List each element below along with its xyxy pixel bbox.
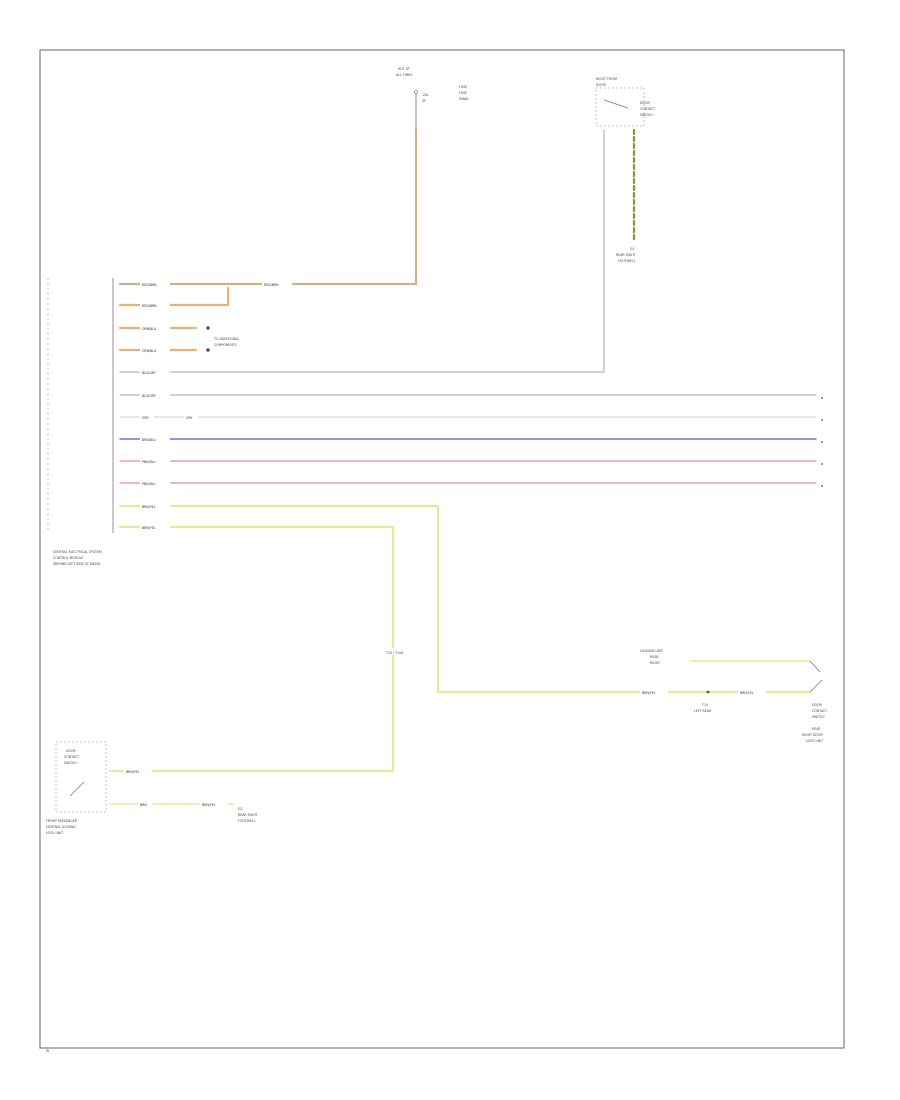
svg-text:BLU/GRY: BLU/GRY bbox=[142, 371, 156, 375]
svg-text:T10: T10 bbox=[701, 703, 708, 707]
wire-brn-yel-front bbox=[108, 525, 395, 773]
svg-text:ORN/BLU: ORN/BLU bbox=[142, 349, 157, 353]
svg-text:BRN: BRN bbox=[140, 803, 147, 807]
svg-text:REAR RIGHT: REAR RIGHT bbox=[616, 253, 636, 257]
svg-text:REAR RIGHT: REAR RIGHT bbox=[238, 813, 258, 817]
wire-labels: RED/BRN RED/BRN RED/BRN ORN/BLU ORN/BLU … bbox=[124, 281, 766, 807]
svg-text:BRN/YEL: BRN/YEL bbox=[202, 803, 216, 807]
svg-text:PNK/BLU: PNK/BLU bbox=[142, 482, 156, 486]
svg-text:BRN/YEL: BRN/YEL bbox=[142, 505, 156, 509]
svg-text:DOOR: DOOR bbox=[596, 83, 606, 87]
svg-text:RED/BRN: RED/BRN bbox=[264, 283, 279, 287]
svg-text:REAR: REAR bbox=[812, 727, 821, 731]
svg-text:T10 / T10A: T10 / T10A bbox=[385, 651, 404, 655]
svg-text:SWITCH: SWITCH bbox=[640, 113, 653, 117]
ground-bottom: G2 REAR RIGHT FOOTWELL bbox=[238, 807, 258, 823]
wire-red-brn-fuse bbox=[118, 128, 418, 286]
svg-text:GRY: GRY bbox=[142, 416, 148, 420]
svg-text:COMPONENTS: COMPONENTS bbox=[214, 343, 237, 347]
svg-text:PNK/BLU: PNK/BLU bbox=[142, 460, 156, 464]
svg-text:RED/BRN: RED/BRN bbox=[142, 304, 157, 308]
svg-text:FOOTWELL: FOOTWELL bbox=[618, 259, 636, 263]
svg-text:G2: G2 bbox=[238, 807, 243, 811]
svg-text:DOOR: DOOR bbox=[66, 749, 76, 753]
svg-text:HOT AT: HOT AT bbox=[398, 67, 410, 71]
svg-text:G1: G1 bbox=[630, 247, 635, 251]
svg-text:CENTRAL ELECTRICAL SYSTEM: CENTRAL ELECTRICAL SYSTEM bbox=[53, 550, 102, 554]
rear-right-door-switch: LOCKING UNIT REAR RIGHT DOOR CONTACT SWI… bbox=[640, 649, 827, 743]
svg-text:LOCKING UNIT: LOCKING UNIT bbox=[640, 649, 663, 653]
svg-text:CONTACT: CONTACT bbox=[640, 107, 655, 111]
svg-text:LEFT REAR: LEFT REAR bbox=[694, 709, 712, 713]
svg-text:LOCK UNIT: LOCK UNIT bbox=[806, 739, 823, 743]
svg-text:CONTACT: CONTACT bbox=[64, 755, 79, 759]
svg-text:FRONT PASSENGER: FRONT PASSENGER bbox=[46, 819, 78, 823]
inline-connector: T10 / T10A bbox=[384, 648, 424, 655]
svg-text:DOOR: DOOR bbox=[640, 101, 650, 105]
svg-text:CENTRAL LOCKING: CENTRAL LOCKING bbox=[46, 825, 76, 829]
svg-text:DOOR: DOOR bbox=[812, 703, 822, 707]
svg-text:BLU/GRY: BLU/GRY bbox=[142, 394, 156, 398]
splice-1 bbox=[206, 326, 210, 330]
right-front-door-switch: RIGHT FRONT DOOR DOOR CONTACT SWITCH bbox=[595, 77, 655, 127]
svg-text:GRY: GRY bbox=[186, 416, 192, 420]
front-passenger-door-switch: DOOR CONTACT SWITCH FRONT PASSENGER CENT… bbox=[46, 741, 107, 835]
svg-text:BRN/YEL: BRN/YEL bbox=[126, 770, 140, 774]
right-terminals bbox=[821, 397, 823, 487]
splice-2 bbox=[206, 348, 210, 352]
svg-text:SWITCH: SWITCH bbox=[64, 761, 77, 765]
svg-text:BRN/YEL: BRN/YEL bbox=[642, 691, 656, 695]
svg-text:CONTACT: CONTACT bbox=[812, 709, 827, 713]
svg-text:REAR: REAR bbox=[650, 655, 659, 659]
svg-text:PANEL: PANEL bbox=[459, 97, 469, 101]
svg-text:RED/BRN: RED/BRN bbox=[142, 283, 157, 287]
svg-text:BRN/YEL: BRN/YEL bbox=[740, 691, 754, 695]
svg-text:SWITCH: SWITCH bbox=[812, 715, 825, 719]
diagram-frame bbox=[39, 49, 845, 1049]
svg-text:FUSE: FUSE bbox=[459, 85, 467, 89]
svg-text:FUSE: FUSE bbox=[459, 91, 467, 95]
svg-text:LOCK UNIT: LOCK UNIT bbox=[46, 831, 63, 835]
ground-top-right: G1 REAR RIGHT FOOTWELL bbox=[616, 247, 636, 263]
footer-code: W bbox=[46, 1049, 50, 1053]
wire-brn-yel-rear bbox=[118, 504, 812, 694]
svg-text:RIGHT: RIGHT bbox=[650, 661, 660, 665]
svg-text:(BEHIND LEFT SIDE OF DASH): (BEHIND LEFT SIDE OF DASH) bbox=[53, 562, 100, 566]
svg-text:ORN/BLU: ORN/BLU bbox=[142, 327, 157, 331]
svg-text:FOOTWELL: FOOTWELL bbox=[238, 819, 256, 823]
central-electrical-module-label: CENTRAL ELECTRICAL SYSTEM CONTROL MODULE… bbox=[53, 550, 102, 566]
junction-rear: T10 LEFT REAR bbox=[694, 690, 712, 713]
wire-red-brn-2 bbox=[118, 286, 230, 307]
svg-text:TO ADDITIONAL: TO ADDITIONAL bbox=[213, 337, 239, 341]
svg-text:ALL TIMES: ALL TIMES bbox=[396, 73, 412, 77]
svg-text:RIGHT DOOR: RIGHT DOOR bbox=[802, 733, 823, 737]
svg-text:SF: SF bbox=[422, 99, 426, 103]
svg-text:BRN/BLU: BRN/BLU bbox=[142, 438, 157, 442]
svg-text:RIGHT FRONT: RIGHT FRONT bbox=[596, 77, 618, 81]
svg-text:CONTROL MODULE: CONTROL MODULE bbox=[53, 556, 83, 560]
fuse-component: HOT AT ALL TIMES 15A SF FUSE FUSE PANEL bbox=[396, 67, 469, 130]
svg-text:BRN/YEL: BRN/YEL bbox=[142, 526, 156, 530]
svg-text:15A: 15A bbox=[422, 93, 429, 97]
wire-blu-gry-switch bbox=[119, 129, 605, 373]
splice-note: TO ADDITIONAL COMPONENTS bbox=[213, 337, 239, 347]
